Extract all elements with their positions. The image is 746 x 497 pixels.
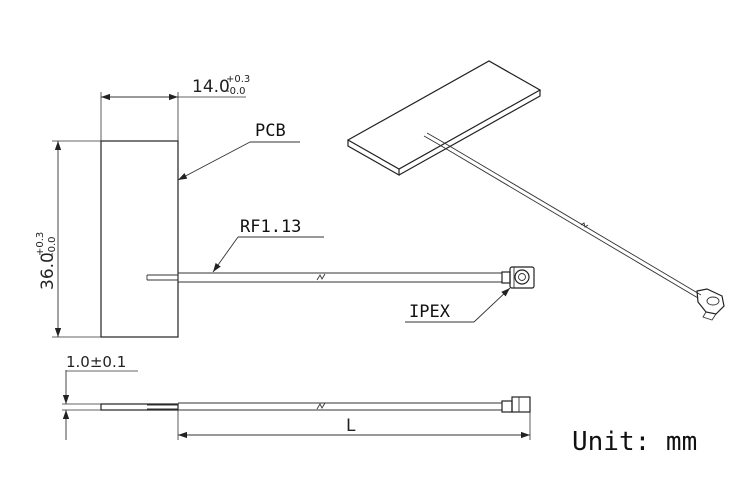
width-dimension: 14.0 +0.3 -0.0 xyxy=(100,74,250,141)
unit-label: Unit: mm xyxy=(572,427,697,457)
ipex-connector-iso xyxy=(696,288,725,321)
ipex-callout: IPEX xyxy=(405,287,511,323)
height-value: 36.0 xyxy=(38,252,58,290)
ipex-connector-front xyxy=(501,266,535,289)
pcb-label: PCB xyxy=(255,121,286,141)
pcb-callout: PCB xyxy=(177,121,300,181)
height-tol-minus: -0.0 xyxy=(47,236,58,256)
thickness-dimension: 1.0±0.1 xyxy=(62,353,138,440)
side-view xyxy=(100,396,531,413)
connector-label: IPEX xyxy=(409,302,451,322)
height-tol-plus: +0.3 xyxy=(35,232,46,256)
width-value: 14.0 xyxy=(192,77,230,97)
thickness-value: 1.0±0.1 xyxy=(66,353,126,371)
length-value: L xyxy=(346,416,356,436)
iso-pcb-front xyxy=(347,140,400,177)
length-dimension: L xyxy=(177,410,531,440)
width-tol-minus: -0.0 xyxy=(226,86,246,97)
pcb-outline xyxy=(100,140,179,338)
cable-callout: RF1.13 xyxy=(212,217,324,273)
iso-pcb-top xyxy=(346,60,542,170)
cable-label: RF1.13 xyxy=(240,217,301,237)
width-tol-plus: +0.3 xyxy=(226,74,250,85)
front-cable xyxy=(146,272,502,283)
isometric-view xyxy=(346,60,725,321)
height-dimension: 36.0 +0.3 -0.0 xyxy=(35,140,101,338)
